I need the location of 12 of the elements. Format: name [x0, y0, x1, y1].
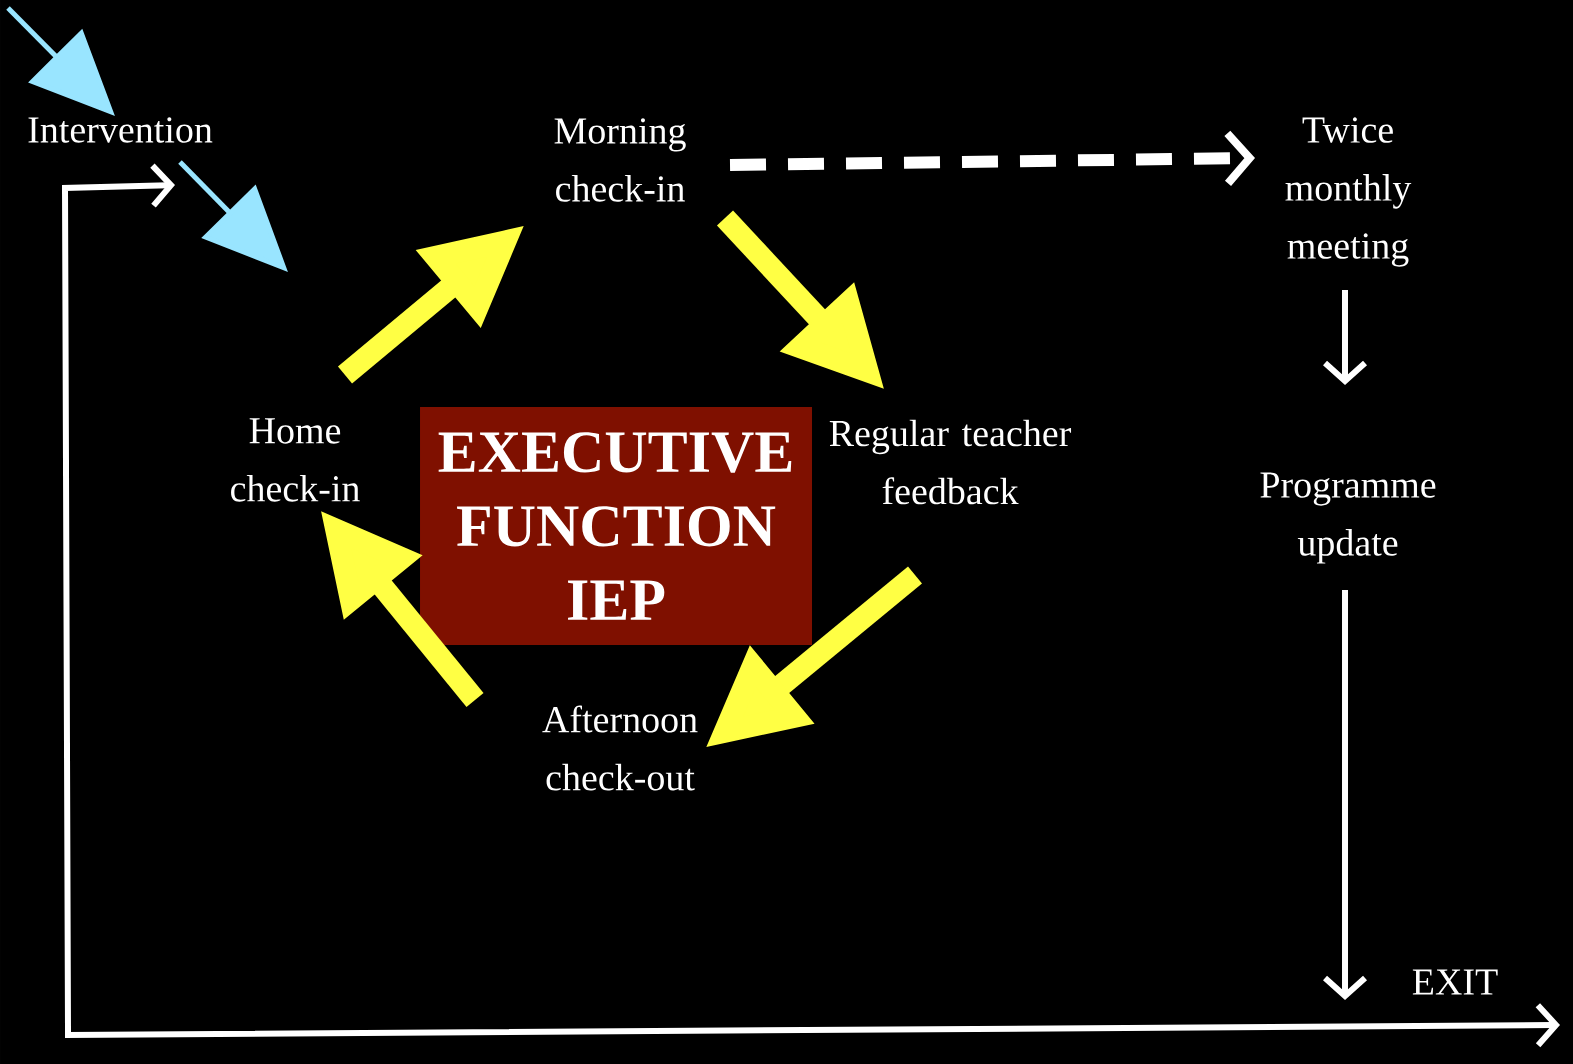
node-label: Morning check-in — [554, 118, 686, 202]
label-box: EXECUTIVE FUNCTION IEP — [420, 407, 812, 645]
node-label: Afternoon check-out — [542, 705, 698, 791]
node-label: Twice monthly meeting — [1285, 117, 1412, 267]
node-label: EXIT — [1412, 969, 1498, 995]
arrow — [62, 163, 1560, 1048]
arrow — [1323, 590, 1367, 1000]
node-label: Intervention — [28, 117, 213, 143]
node-label: Programme update — [1260, 472, 1436, 564]
arrow — [729, 130, 1255, 186]
node-label: Regular teacher feedback — [829, 419, 1072, 505]
node-label: Home check-in — [231, 418, 360, 502]
